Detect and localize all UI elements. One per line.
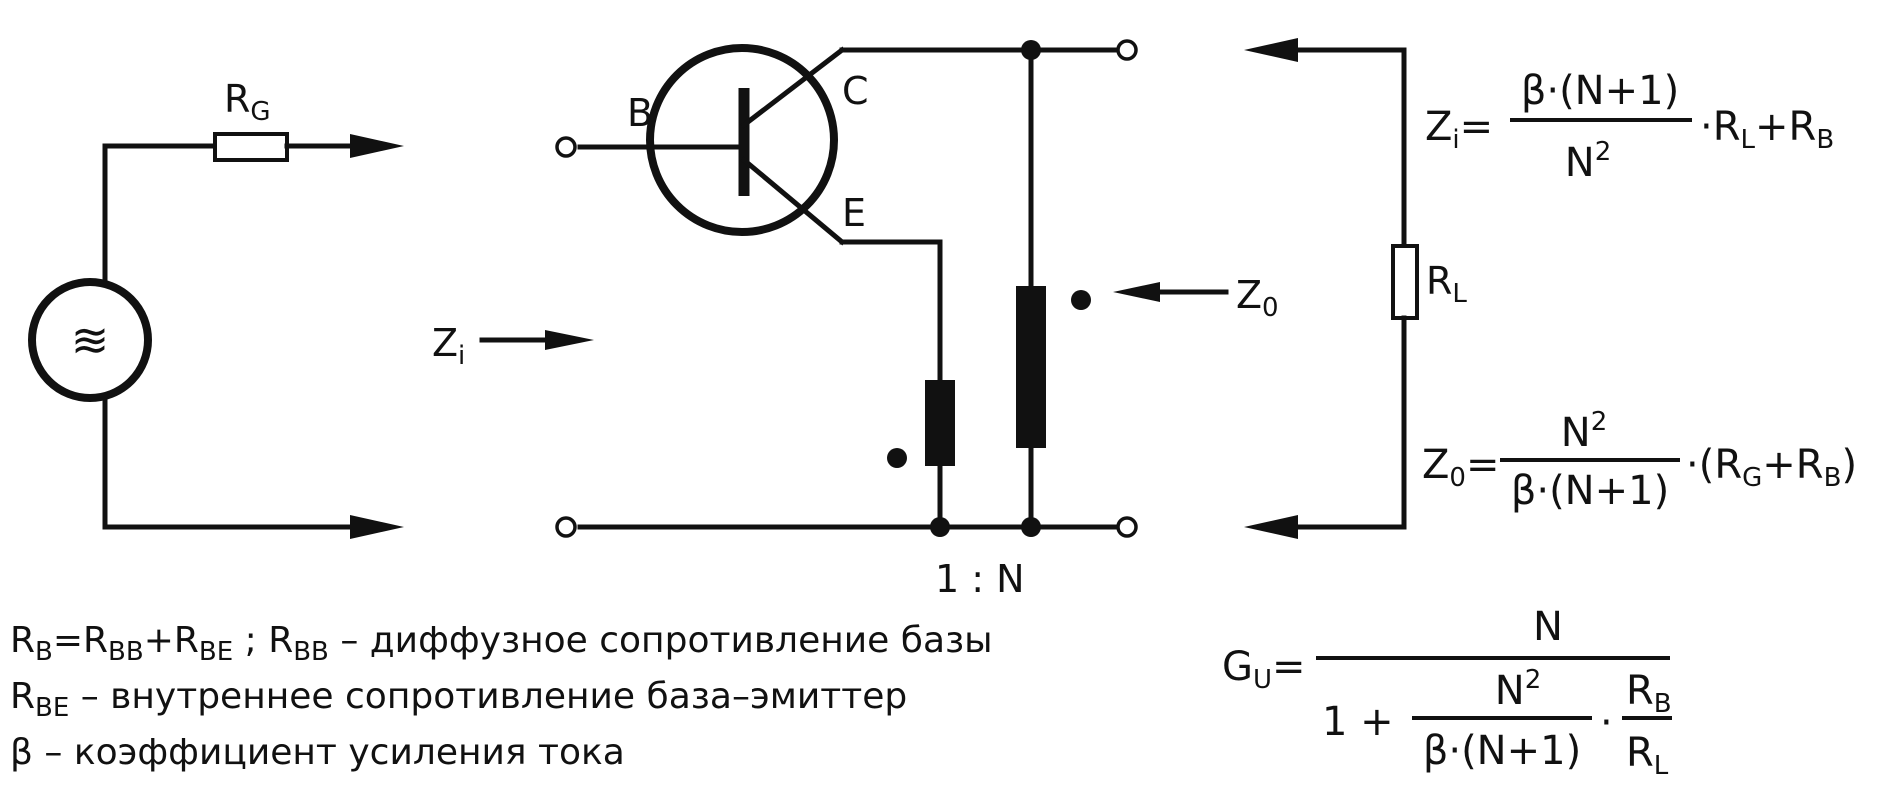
label-ratio: 1 : N [935, 557, 1025, 601]
dot-secondary [1071, 290, 1091, 310]
generator-symbol: ≋ [71, 313, 110, 367]
svg-text:·(RG+RB): ·(RG+RB) [1686, 442, 1857, 493]
terminal-out-bottom [1116, 516, 1138, 538]
label-rg: RG [224, 77, 271, 127]
svg-text:N: N [1533, 604, 1563, 650]
svg-text:β·(N+1): β·(N+1) [1511, 468, 1669, 514]
winding-primary [925, 380, 955, 466]
svg-text:GU=: GU= [1222, 644, 1306, 695]
signal-generator: ≋ [28, 278, 152, 402]
wire-generator-bottom [102, 397, 353, 530]
label-zo: Z0 [1236, 273, 1279, 323]
arrow-zi-head [545, 330, 594, 350]
svg-text:Zi=: Zi= [1425, 104, 1493, 155]
arrow-bottom-out [350, 515, 404, 539]
label-base: B [627, 91, 653, 135]
legend: RB=RBB+RBE ; RBB – диффузное сопротивлен… [10, 620, 993, 773]
arrow-top-out [350, 134, 404, 158]
svg-text:RB: RB [1626, 668, 1672, 719]
wire-generator-top [102, 143, 218, 283]
legend-line-2: RBE – внутреннее сопротивление база–эмит… [10, 676, 907, 723]
svg-text:·RL+RB: ·RL+RB [1700, 104, 1834, 155]
label-collector: C [842, 69, 869, 113]
formula-zo: Z0= N2 β·(N+1) ·(RG+RB) [1422, 407, 1857, 514]
transistor-circle [646, 44, 838, 236]
terminal-out-top [1116, 39, 1138, 61]
svg-text:Z0=: Z0= [1422, 442, 1499, 493]
svg-text:·: · [1600, 700, 1613, 746]
transistor-collector-lead [740, 46, 846, 129]
node-bottom-left [930, 517, 950, 537]
generator-circle [28, 278, 152, 402]
label-zi: Zi [432, 321, 465, 371]
label-emitter: E [842, 191, 866, 235]
svg-text:N2: N2 [1495, 665, 1541, 714]
legend-line-3: β – коэффициент усиления тока [10, 732, 625, 773]
dot-primary [887, 448, 907, 468]
svg-text:β·(N+1): β·(N+1) [1423, 728, 1581, 774]
svg-text:N2: N2 [1561, 407, 1607, 456]
terminal-base [555, 136, 577, 158]
winding-secondary [1016, 286, 1046, 448]
transistor-symbol [646, 44, 846, 246]
svg-text:N2: N2 [1565, 137, 1611, 186]
arrow-load-top [1244, 38, 1298, 62]
terminal-in-bottom [555, 516, 577, 538]
node-bottom-right [1021, 517, 1041, 537]
transistor-emitter-lead [740, 156, 846, 246]
legend-line-1: RB=RBB+RBE ; RBB – диффузное сопротивлен… [10, 620, 993, 667]
arrow-load-bottom [1244, 515, 1298, 539]
resistor-rg [213, 132, 289, 162]
arrow-zo-head [1113, 282, 1160, 302]
resistor-rl [1391, 244, 1419, 320]
svg-text:1 +: 1 + [1322, 699, 1394, 745]
formula-zi: Zi= β·(N+1) N2 ·RL+RB [1425, 68, 1834, 186]
label-rl: RL [1426, 259, 1467, 309]
svg-text:β·(N+1): β·(N+1) [1521, 68, 1679, 114]
formula-gu: GU= N 1 + N2 β·(N+1) · RB RL [1222, 604, 1672, 781]
wire-emitter [839, 239, 943, 383]
svg-text:RL: RL [1626, 730, 1669, 781]
